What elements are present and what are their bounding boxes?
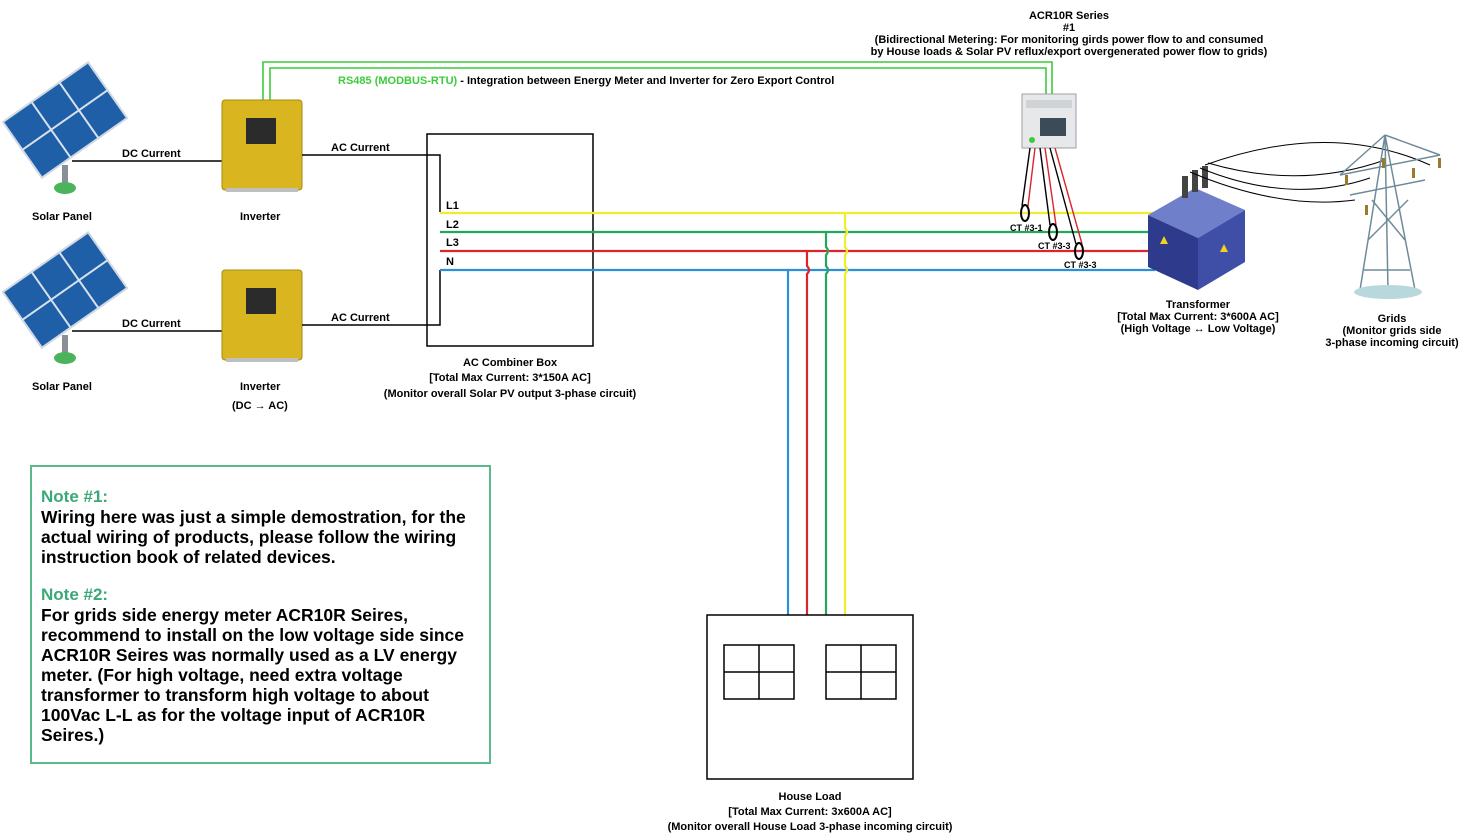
phase-label-n: N (446, 256, 454, 268)
solar-panel-1 (1, 60, 129, 194)
house-line3: (Monitor overall House Load 3-phase inco… (668, 821, 953, 833)
phase-label-l2: L2 (446, 219, 459, 231)
ct-leads (1021, 147, 1083, 245)
ct-label-3: CT #3-3 (1064, 260, 1097, 270)
ct-1 (1020, 204, 1030, 222)
note-2-body: For grids side energy meter ACR10R Seire… (41, 605, 465, 745)
overhead-lines (1189, 142, 1431, 203)
dc-wires (72, 160, 222, 332)
current-transformers (1020, 204, 1084, 260)
note-1-title: Note #1: (41, 487, 109, 506)
energy-meter-acr10r (1021, 93, 1077, 149)
ct-label-2: CT #3-3 (1038, 241, 1071, 251)
note-1-body: Wiring here was just a simple demostrati… (41, 507, 466, 567)
notes-box: Note #1: Wiring here was just a simple d… (30, 465, 491, 764)
inverter-2 (221, 269, 303, 362)
ac-label-2: AC Current (331, 312, 390, 324)
house-title: House Load (779, 791, 842, 803)
combiner-line3: (Monitor overall Solar PV output 3-phase… (384, 388, 637, 400)
transformer-title: Transformer (1166, 299, 1231, 311)
transformer-line2: [Total Max Current: 3*600A AC] (1117, 311, 1279, 323)
phase-label-l1: L1 (446, 200, 459, 212)
grid-insulators (1345, 158, 1441, 215)
ct-2 (1048, 223, 1058, 241)
meter-title: ACR10R Series (1029, 10, 1109, 22)
note-2-title: Note #2: (41, 585, 109, 604)
ct-label-1: CT #3-1 (1010, 223, 1043, 233)
house-line2: [Total Max Current: 3x600A AC] (728, 806, 892, 818)
grids-line3: 3-phase incoming circuit) (1325, 337, 1459, 349)
grids-title: Grids (1378, 313, 1407, 325)
dc-label-1: DC Current (122, 148, 181, 160)
solar-panel-2-label: Solar Panel (32, 381, 92, 393)
phase-buses (440, 211, 1155, 615)
combiner-title: AC Combiner Box (463, 357, 558, 369)
combiner-line2: [Total Max Current: 3*150A AC] (429, 372, 591, 384)
inverter-1-label: Inverter (240, 211, 281, 223)
rs485-label: RS485 (MODBUS-RTU) - Integration between… (338, 75, 834, 87)
ac-wires (302, 154, 441, 326)
rs485-line (262, 61, 1053, 100)
phase-label-l3: L3 (446, 237, 459, 249)
ct-3 (1074, 242, 1084, 260)
dc-label-2: DC Current (122, 318, 181, 330)
house-load-box (706, 614, 914, 780)
grid-tower (1339, 134, 1441, 299)
transformer (1148, 166, 1245, 290)
ac-combiner-box (426, 133, 594, 347)
meter-line2: #1 (1063, 22, 1075, 34)
meter-line3: (Bidirectional Metering: For monitoring … (875, 34, 1264, 46)
solar-panel-1-label: Solar Panel (32, 211, 92, 223)
meter-line4: by House loads & Solar PV reflux/export … (871, 46, 1268, 58)
inverter-1 (221, 99, 303, 192)
solar-panel-2 (1, 230, 129, 364)
inverter-2-sub: (DC → AC) (232, 400, 288, 412)
ac-label-1: AC Current (331, 142, 390, 154)
inverter-2-label: Inverter (240, 381, 281, 393)
transformer-line3: (High Voltage ↔ Low Voltage) (1121, 323, 1276, 335)
grids-line2: (Monitor grids side (1343, 325, 1442, 337)
